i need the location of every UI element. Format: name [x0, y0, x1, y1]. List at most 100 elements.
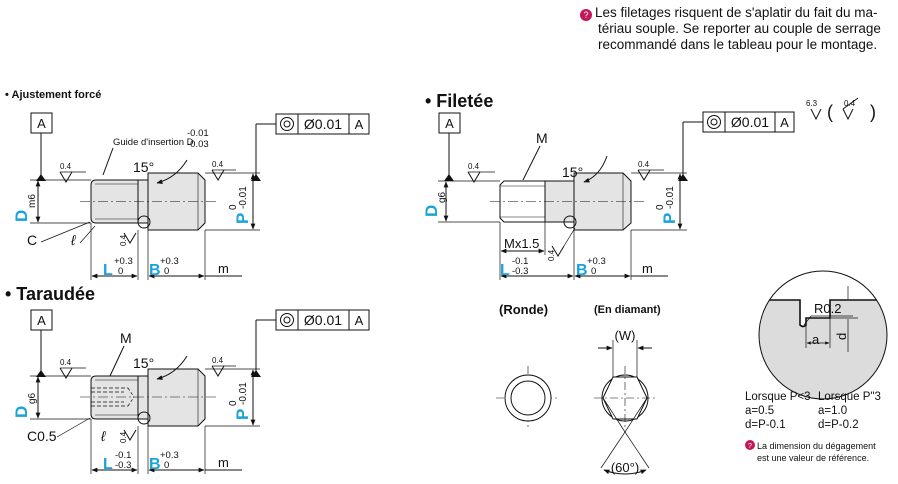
svg-text:ℓ: ℓ [70, 232, 76, 248]
svg-text:d=P-0.2: d=P-0.2 [818, 419, 859, 431]
svg-text:0.4: 0.4 [212, 160, 224, 169]
svg-text:P: P [233, 409, 252, 420]
svg-text:0: 0 [591, 266, 596, 277]
angle-label: 15° [133, 159, 154, 175]
svg-text:-0.3: -0.3 [512, 266, 528, 277]
dim-m: m [218, 261, 229, 276]
svg-text:m: m [642, 261, 653, 276]
svg-text:6.3: 6.3 [806, 99, 818, 108]
svg-text:-0.3: -0.3 [115, 460, 131, 471]
press-fit-drawing: • Ajustement forcé A Ø0.01 A Guide d'ins… [5, 89, 370, 280]
svg-text:A: A [445, 116, 454, 131]
svg-text:L: L [500, 262, 510, 279]
svg-text:M: M [536, 130, 548, 146]
svg-text:La dimension du dégagement: La dimension du dégagement [757, 441, 876, 451]
svg-text:0.4: 0.4 [547, 249, 556, 261]
press-fit-title: • Ajustement forcé [5, 89, 101, 101]
svg-text:g6: g6 [27, 392, 38, 404]
svg-text:0: 0 [228, 204, 239, 210]
svg-text:-0.03: -0.03 [187, 139, 209, 150]
svg-text:-0.01: -0.01 [187, 128, 209, 139]
svg-text:0.4: 0.4 [468, 162, 480, 171]
svg-text:-0.01: -0.01 [238, 186, 249, 209]
svg-text:-0.1: -0.1 [512, 256, 528, 267]
relief-a: a [812, 332, 820, 347]
warning-icon: ? [580, 9, 592, 21]
relief-d: d [834, 333, 849, 340]
svg-text:m: m [218, 455, 229, 470]
tolerance-datum: A [355, 117, 364, 132]
datum-letter: A [37, 116, 46, 131]
svg-text:m6: m6 [27, 194, 38, 208]
svg-text:A: A [355, 313, 364, 328]
svg-text:15°: 15° [562, 164, 583, 180]
threaded-drawing: • Filetée A Ø0.01 A 6.3 ( 0.4 ) M [422, 91, 876, 280]
svg-text:Ø0.01: Ø0.01 [304, 312, 342, 328]
note-line-2: tériau souple. Se reporter au couple de … [598, 21, 881, 36]
svg-text:(: ( [827, 102, 833, 122]
dim-P: P [233, 213, 252, 224]
svg-text:D: D [12, 406, 31, 418]
svg-text:+0.3: +0.3 [587, 256, 606, 267]
radius-label: R0.2 [814, 301, 841, 316]
svg-text:0.4: 0.4 [638, 160, 650, 169]
svg-text:+0.3: +0.3 [160, 256, 179, 267]
svg-text:Lorsque P<3: Lorsque P<3 [745, 391, 811, 403]
dim-D: D [12, 210, 31, 222]
guide-label: Guide d'insertion D [113, 137, 194, 148]
svg-text:+0.3: +0.3 [114, 256, 133, 267]
note-line-1: ?Les filetages risquent de s'aplatir du … [580, 5, 895, 21]
svg-text:Ø0.01: Ø0.01 [731, 114, 769, 130]
svg-text:-0.01: -0.01 [665, 186, 676, 209]
threaded-title: • Filetée [425, 91, 493, 111]
svg-text:A: A [780, 115, 789, 130]
svg-text:15°: 15° [133, 355, 154, 371]
svg-text:B: B [576, 262, 588, 279]
svg-text:0.4: 0.4 [60, 358, 72, 367]
dim-B: B [149, 262, 161, 279]
svg-text:L: L [103, 456, 113, 473]
tapped-drawing: • Taraudée A Ø0.01 A M [5, 284, 370, 474]
svg-text:0.4: 0.4 [119, 431, 128, 443]
svg-text:-0.01: -0.01 [238, 382, 249, 405]
tapped-title: • Taraudée [5, 284, 95, 304]
warning-icon [745, 440, 755, 450]
svg-text:C0.5: C0.5 [27, 428, 57, 444]
angle-60: (60°) [611, 460, 639, 475]
dim-L: L [103, 262, 113, 279]
svg-text:0.4: 0.4 [119, 234, 128, 246]
svg-text:D: D [422, 205, 441, 217]
svg-text:+0.3: +0.3 [160, 450, 179, 461]
svg-text:B: B [149, 456, 161, 473]
note-line-3: recommandé dans le tableau pour le monta… [598, 37, 878, 52]
svg-text:P: P [660, 213, 679, 224]
svg-text:A: A [37, 313, 46, 328]
svg-text:a=1.0: a=1.0 [818, 405, 847, 417]
round-label: (Ronde) [499, 302, 548, 317]
svg-text:0.4: 0.4 [60, 162, 72, 171]
relief-detail: R0.2 a d Lorsque P<3 a=0.5 d=P-0.1 Lorsq… [745, 270, 888, 463]
end-views: (Ronde) (En diamant) (W) (60°) [496, 302, 661, 475]
svg-text:?: ? [748, 443, 752, 450]
svg-text:est une valeur de référence.: est une valeur de référence. [757, 453, 869, 463]
svg-text:0.4: 0.4 [844, 99, 856, 108]
svg-text:0: 0 [228, 400, 239, 406]
svg-text:ℓ: ℓ [100, 428, 106, 444]
thread-M: M [120, 330, 132, 346]
svg-text:0: 0 [164, 460, 169, 471]
svg-text:a=0.5: a=0.5 [745, 405, 774, 417]
svg-text:0: 0 [118, 266, 123, 277]
top-note: ?Les filetages risquent de s'aplatir du … [580, 5, 895, 53]
svg-text:0.4: 0.4 [212, 356, 224, 365]
svg-text:0: 0 [164, 266, 169, 277]
svg-text:-0.1: -0.1 [115, 450, 131, 461]
svg-text:Lorsque P"3: Lorsque P"3 [818, 391, 881, 403]
svg-text:0: 0 [655, 204, 666, 210]
thread-spec: Mx1.5 [504, 236, 539, 251]
svg-text:g6: g6 [437, 191, 448, 203]
position-tolerance: Ø0.01 [304, 116, 342, 132]
diamond-label: (En diamant) [594, 304, 661, 316]
svg-text:d=P-0.1: d=P-0.1 [745, 419, 786, 431]
chamfer-label: C [27, 232, 37, 248]
